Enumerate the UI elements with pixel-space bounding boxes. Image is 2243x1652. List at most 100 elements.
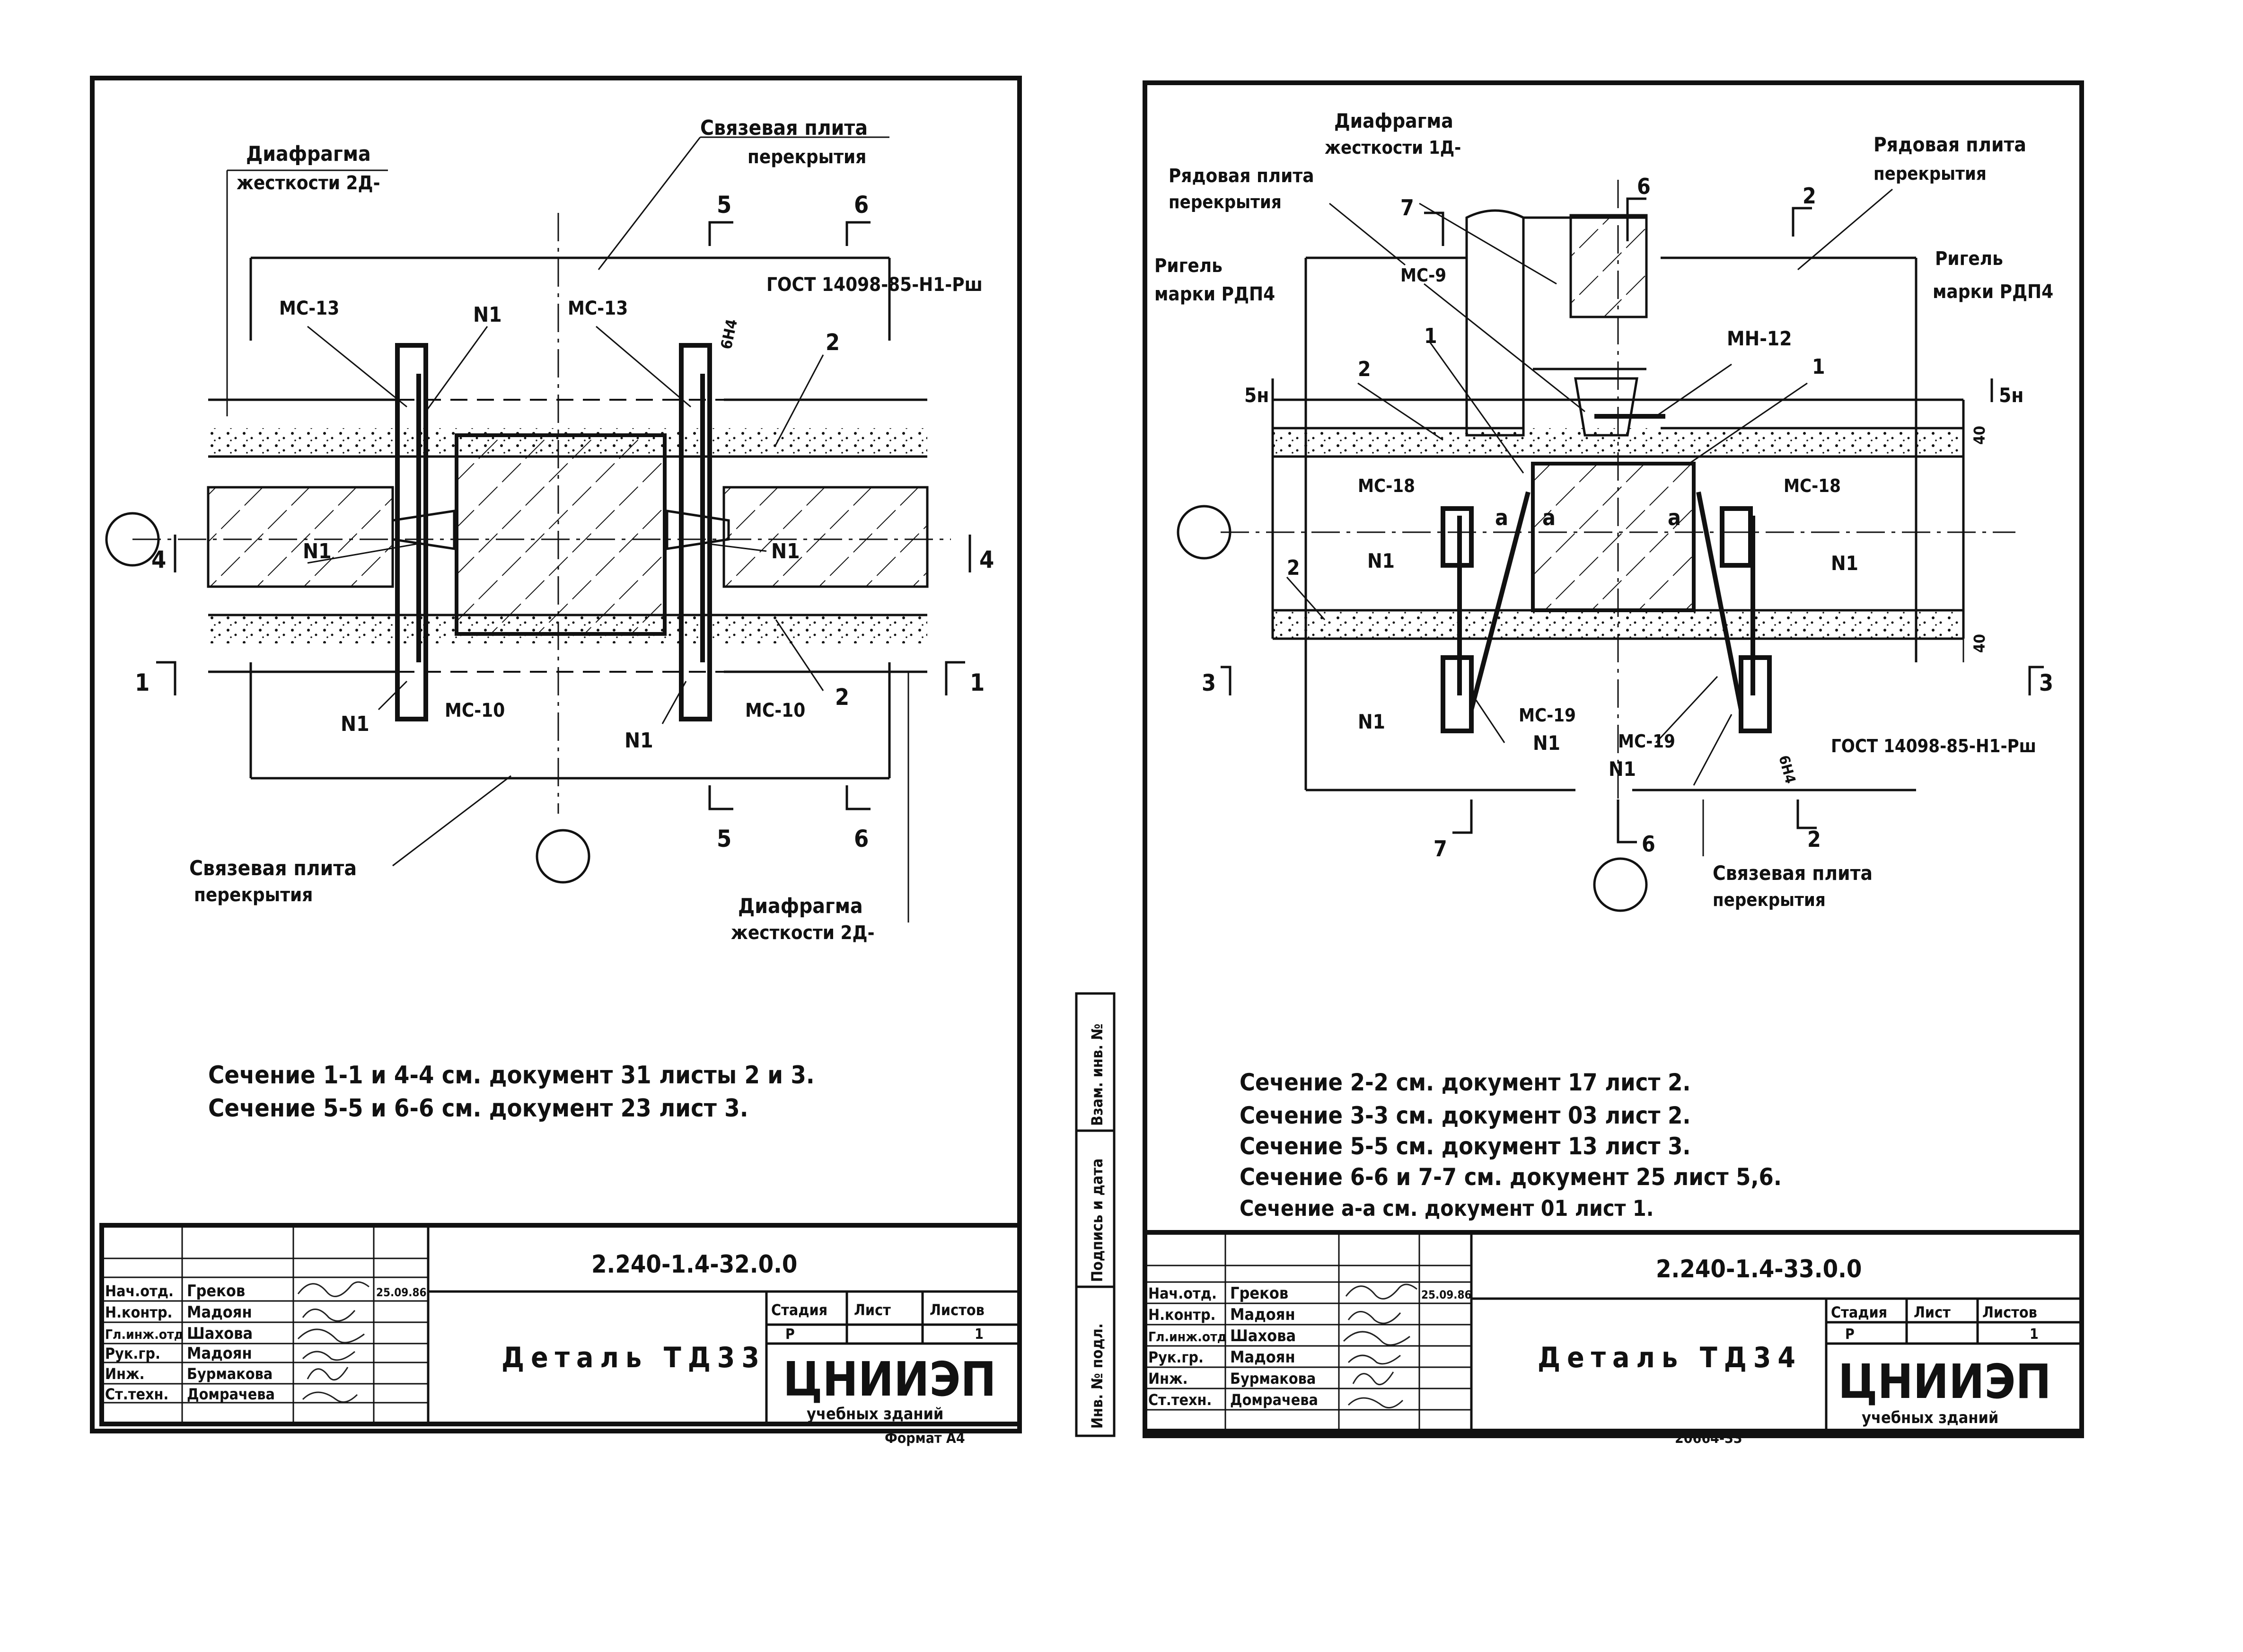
- right-label-beam-west-line1: Ригель: [1154, 255, 1223, 277]
- right-label-sec6-top: 6: [1637, 174, 1651, 199]
- right-label-row-slab-east-line2: перекрытия: [1874, 163, 1987, 184]
- right-label-sec5n-east: 5н: [1999, 384, 2023, 407]
- right-label-dim40-bottom: 40: [1970, 634, 1988, 653]
- right-title-block: Нач.отд. Н.контр. Гл.инж.отд Рук.гр. Инж…: [1143, 1230, 2084, 1447]
- left-tb-stage-value: Р: [785, 1326, 795, 1343]
- right-signature-2: [1343, 1331, 1410, 1346]
- right-diaphragm-upper: [1569, 214, 1648, 318]
- left-title-block: Нач.отд. Н.контр. Гл.инж.отд Рук.гр. Инж…: [99, 1223, 1022, 1447]
- right-tb-name-5: Домрачева: [1230, 1391, 1318, 1409]
- left-signature-5: [302, 1391, 358, 1403]
- right-tb-sheets-value: 1: [2030, 1326, 2039, 1343]
- right-leader-pos2-lower: [1286, 577, 1326, 620]
- right-note-1: Сечение 2-2 см. документ 17 лист 2.: [1240, 1069, 1690, 1096]
- left-labels: Диафрагма жесткости 2Д- Связевая плита п…: [135, 116, 994, 944]
- left-section-1-east: [945, 661, 965, 695]
- right-label-beam-east-line2: марки РДП4: [1933, 281, 2053, 303]
- right-label-mc18-east: МС-18: [1784, 475, 1841, 496]
- left-label-n1-mid-east: N1: [771, 539, 800, 563]
- right-label-diaphragm-line1: Диафрагма: [1334, 109, 1453, 132]
- right-note-4: Сечение 6-6 и 7-7 см. документ 25 лист 5…: [1240, 1163, 1782, 1191]
- left-tb-title: Деталь ТД33: [501, 1341, 766, 1374]
- left-sheet-frame: [90, 76, 1022, 1433]
- left-section-5-top: [708, 221, 733, 246]
- left-tb-role-2: Гл.инж.отд: [105, 1327, 184, 1342]
- left-wedge-west: [391, 510, 456, 550]
- right-brace-west: [1469, 491, 1531, 711]
- right-tb-sheets-header: Листов: [1982, 1303, 2037, 1321]
- left-tb-name-4: Бурмакова: [187, 1365, 273, 1383]
- right-label-mc19-west: МС-19: [1519, 705, 1576, 726]
- right-label-sec6-bottom: 6: [1642, 831, 1655, 857]
- left-label-slab-tie-bottom-line1: Связевая плита: [189, 856, 357, 880]
- right-labels: Диафрагма жесткости 1Д- Рядовая плита пе…: [1154, 109, 2053, 910]
- right-leader-mn12: [1655, 363, 1732, 417]
- left-leader-n1-bottom-east: [661, 681, 687, 724]
- right-signature-5: [1347, 1397, 1404, 1409]
- right-leader-row-slab-west: [1329, 202, 1406, 266]
- left-label-sec6-bottom: 6: [854, 825, 869, 852]
- right-tb-name-4: Бурмакова: [1230, 1370, 1316, 1388]
- right-side-stamp: Взам. инв. № Подпись и дата Инв. № подл.: [1075, 992, 1116, 1437]
- left-tb-doc-code: 2.240-1.4-32.0.0: [591, 1250, 797, 1279]
- right-label-n1-mid: N1: [1533, 731, 1560, 755]
- left-tb-role-5: Ст.техн.: [105, 1385, 168, 1403]
- left-leader-mc13-east: [596, 325, 691, 408]
- left-label-slab-tie-top-line2: перекрытия: [748, 146, 866, 168]
- right-central-plate: [1574, 377, 1638, 437]
- right-tb-frame: [1143, 1230, 2084, 1433]
- right-tb-role-2: Гл.инж.отд: [1148, 1329, 1227, 1344]
- right-leader-pos1-east: [1689, 382, 1808, 465]
- left-label-gost: ГОСТ 14098-85-Н1-Рш: [766, 274, 983, 296]
- right-tb-stage-value: Р: [1845, 1326, 1855, 1343]
- left-tb-organization: ЦНИИЭП: [783, 1352, 996, 1407]
- right-label-n1-west: N1: [1367, 549, 1395, 572]
- left-anchor-plate-west: [395, 343, 428, 721]
- right-label-a-west: а: [1495, 505, 1508, 530]
- left-signature-0: [297, 1281, 369, 1297]
- left-tb-name-3: Мадоян: [187, 1344, 252, 1363]
- left-label-sec5-bottom: 5: [717, 825, 731, 852]
- right-section-2-bottom: [1796, 800, 1817, 829]
- right-signature-3: [1347, 1354, 1401, 1365]
- right-section-3-west: [1221, 666, 1231, 695]
- right-tb-role-0: Нач.отд.: [1148, 1284, 1217, 1302]
- right-leader-slab-tie: [1693, 714, 1733, 786]
- right-tb-date: 25.09.86: [1421, 1288, 1472, 1301]
- right-tb-footer: 20664-33: [1675, 1430, 1742, 1447]
- right-label-sec5n-west: 5н: [1244, 384, 1269, 407]
- left-label-slab-tie-bottom-line2: перекрытия: [194, 884, 313, 906]
- left-signature-1: [302, 1309, 356, 1322]
- right-label-dim40-top: 40: [1970, 426, 1988, 445]
- right-section-3-east: [2028, 666, 2044, 695]
- right-leader-mc9: [1424, 283, 1585, 413]
- right-tb-name-3: Мадоян: [1230, 1348, 1295, 1367]
- right-tb-stage-header: Стадия: [1831, 1303, 1887, 1321]
- left-note-1: Сечение 1-1 и 4-4 см. документ 31 листы …: [208, 1061, 815, 1090]
- left-label-mc13-west: МС-13: [279, 298, 339, 319]
- left-leader-n1-top: [425, 326, 488, 412]
- left-label-mc10-east: МС-10: [745, 700, 805, 721]
- right-detail-drawing: [1177, 180, 2044, 912]
- right-label-slab-tie-line2: перекрытия: [1713, 889, 1826, 910]
- left-tb-sheets-value: 1: [975, 1326, 984, 1343]
- left-label-sec4-east: 4: [979, 546, 994, 573]
- right-label-n1-bottom-west: N1: [1358, 710, 1385, 733]
- right-column-core: [1531, 462, 1696, 612]
- left-tb-format: Формат А4: [885, 1430, 965, 1447]
- right-label-row-slab-west-line1: Рядовая плита: [1169, 165, 1314, 187]
- right-axis-bubble-west: [1177, 505, 1231, 560]
- right-label-n1-east: N1: [1831, 552, 1858, 575]
- right-side-stamp-0: Взам. инв. №: [1088, 1024, 1106, 1126]
- left-leader-pos2-bottom: [775, 619, 824, 691]
- right-section-7-bottom: [1452, 800, 1473, 834]
- right-tb-role-5: Ст.техн.: [1148, 1391, 1212, 1409]
- right-tb-doc-code: 2.240-1.4-33.0.0: [1656, 1255, 1862, 1283]
- left-label-n1-bottom-west: N1: [341, 712, 369, 736]
- right-section-6-top: [1626, 197, 1646, 241]
- right-label-pos2-lower: 2: [1287, 556, 1300, 580]
- left-detail-drawing: [105, 136, 971, 923]
- right-signature-1: [1347, 1311, 1401, 1324]
- right-side-stamp-frame: [1075, 992, 1116, 1437]
- left-label-sec6-top: 6: [854, 191, 869, 219]
